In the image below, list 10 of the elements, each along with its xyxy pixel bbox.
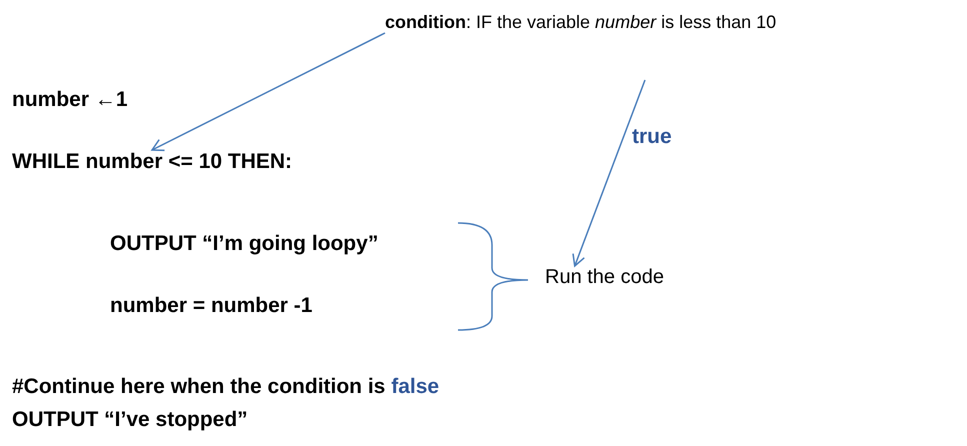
arrow <box>572 80 646 267</box>
annotation-text: condition: IF the variable number is less than 10 <box>385 12 776 33</box>
arrow <box>151 32 386 152</box>
code-line: OUTPUT “I’ve stopped” <box>12 408 248 432</box>
code-line: WHILE number <= 10 THEN: <box>12 150 292 174</box>
code-line: number = number -1 <box>110 294 312 318</box>
code-line: number ←1 <box>12 88 128 112</box>
annotation-text: Run the code <box>545 266 664 289</box>
code-comment: #Continue here when the condition is false <box>12 375 440 399</box>
code-line: OUTPUT “I’m going loopy” <box>110 232 378 256</box>
